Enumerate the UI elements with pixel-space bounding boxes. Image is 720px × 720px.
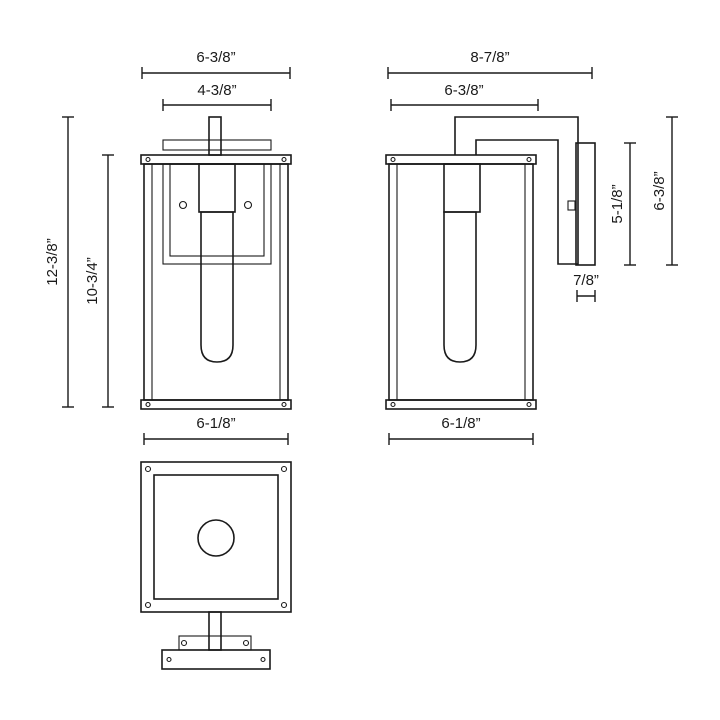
front-dim-overall-height: 12-3/8” — [44, 116, 74, 408]
side-bulb — [443, 211, 477, 363]
dim-label: 6-3/8” — [651, 171, 668, 210]
front-stem — [208, 116, 222, 156]
dim-label: 12-3/8” — [44, 238, 61, 286]
dim-label: 6-1/8” — [441, 415, 480, 432]
side-bottom-cap — [385, 399, 537, 410]
front-top-cap — [140, 154, 292, 165]
side-backplate — [575, 142, 596, 266]
side-frame — [388, 163, 534, 401]
front-bottom-cap — [140, 399, 292, 410]
top-arm — [208, 611, 222, 651]
front-dim-body-height: 10-3/4” — [84, 154, 114, 408]
front-view — [140, 116, 292, 410]
side-socket — [443, 163, 481, 213]
front-screw-right — [243, 200, 253, 210]
side-dim-overall-backplate-height: 6-3/8” — [651, 116, 678, 266]
front-dim-overall-width: 6-3/8” — [141, 49, 291, 79]
dim-label: 4-3/8” — [197, 82, 236, 99]
dim-label: 6-3/8” — [196, 49, 235, 66]
dim-label: 6-1/8” — [196, 415, 235, 432]
front-glass — [151, 163, 281, 401]
side-glass — [396, 163, 526, 401]
side-screw — [567, 200, 576, 211]
front-socket — [198, 163, 236, 213]
dim-label: 8-7/8” — [470, 49, 509, 66]
front-bulb — [200, 211, 234, 363]
dim-label: 7/8” — [573, 272, 599, 289]
side-dim-body-width-top: 6-3/8” — [390, 82, 539, 111]
front-frame — [143, 163, 289, 401]
side-top-cap — [385, 154, 537, 165]
front-dim-backplate-width: 4-3/8” — [162, 82, 272, 111]
side-arm — [454, 116, 579, 265]
top-backplate — [161, 649, 271, 670]
top-center-hole — [197, 519, 235, 557]
top-mount-bracket — [178, 635, 252, 651]
top-inner-square — [153, 474, 279, 600]
front-dim-body-width: 6-1/8” — [143, 415, 289, 445]
top-outer-square — [140, 461, 292, 613]
dim-label: 6-3/8” — [444, 82, 483, 99]
side-dim-extension: 8-7/8” — [387, 49, 593, 79]
side-view — [385, 116, 596, 410]
side-dim-body-width-bottom: 6-1/8” — [388, 415, 534, 445]
front-screw-left — [178, 200, 188, 210]
front-backplate — [162, 163, 272, 265]
front-mount-plate — [162, 139, 272, 151]
side-dim-backplate-height: 5-1/8” — [609, 142, 636, 266]
side-dim-backplate-depth: 7/8” — [573, 272, 599, 302]
dim-label: 5-1/8” — [609, 184, 626, 223]
top-view — [140, 461, 292, 670]
dim-label: 10-3/4” — [84, 257, 101, 305]
